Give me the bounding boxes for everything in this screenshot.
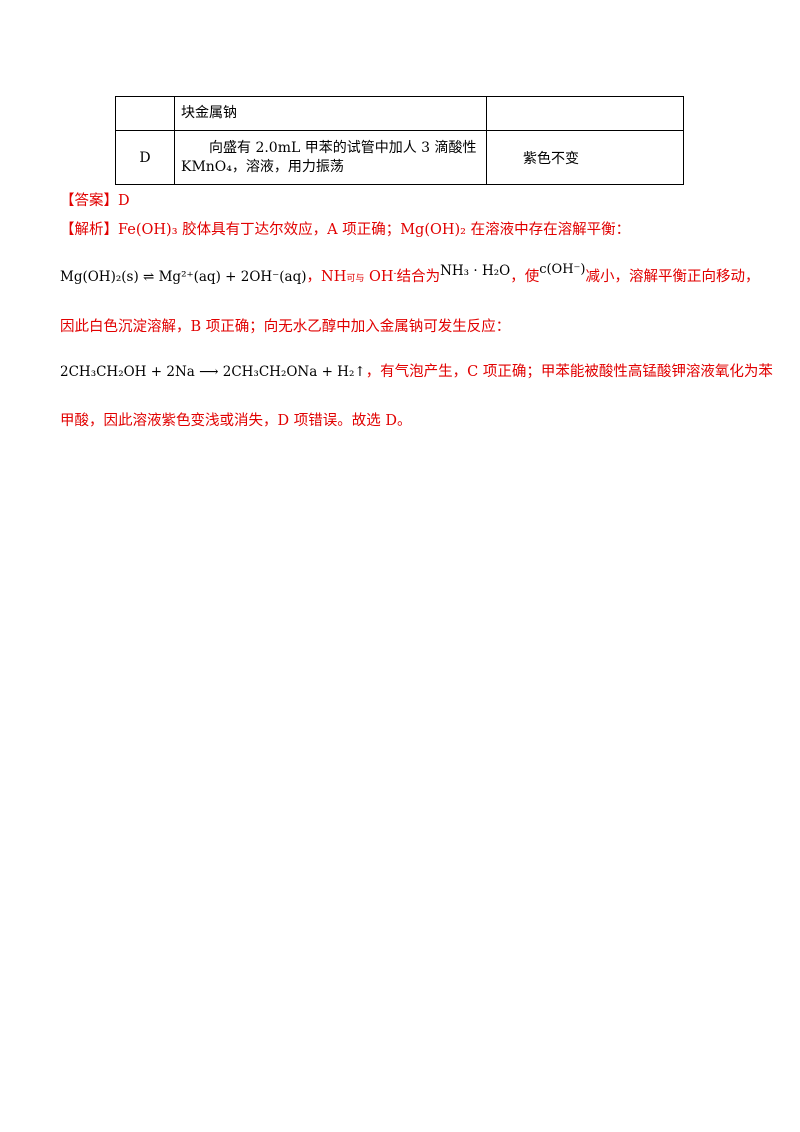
analysis-text: ，使 bbox=[510, 269, 540, 285]
analysis-text: 结合为 bbox=[396, 269, 441, 285]
table-cell-phenomenon bbox=[486, 96, 684, 131]
answer-value: D bbox=[118, 193, 130, 209]
concentration-formula: c(OH⁻) bbox=[539, 262, 586, 277]
cell-text-line: 向盛有 2.0mL 甲苯的试管中加人 3 滴酸性 bbox=[209, 139, 477, 156]
analysis-line-1: 【解析】Fe(OH)₃ 胶体具有丁达尔效应，A 项正确；Mg(OH)₂ 在溶液中… bbox=[60, 218, 630, 239]
analysis-text: Fe(OH)₃ 胶体具有丁达尔效应，A 项正确；Mg(OH)₂ 在溶液中存在溶解… bbox=[118, 222, 631, 238]
analysis-text: ，NH bbox=[306, 269, 347, 285]
table-row: D 向盛有 2.0mL 甲苯的试管中加人 3 滴酸性 KMnO₄，溶液，用力振荡… bbox=[115, 130, 684, 185]
analysis-line-3: 因此白色沉淀溶解，B 项正确；向无水乙醇中加入金属钠可发生反应： bbox=[60, 319, 511, 335]
product-formula: NH₃ · H₂O bbox=[440, 263, 511, 279]
analysis-label: 【解析】 bbox=[60, 222, 118, 238]
analysis-line-5: 甲酸，因此溶液紫色变浅或消失，D 项错误。故选 D。 bbox=[60, 413, 412, 429]
table-cell-phenomenon: 紫色不变 bbox=[486, 130, 684, 185]
cell-text-line: KMnO₄，溶液，用力振荡 bbox=[181, 158, 344, 175]
table-row: 块金属钠 bbox=[115, 96, 684, 131]
analysis-line-4: 2CH₃CH₂OH + 2Na ⟶ 2CH₃CH₂ONa + H₂↑，有气泡产生… bbox=[60, 360, 773, 381]
answer-label: 【答案】 bbox=[60, 193, 118, 209]
analysis-text: 可与 bbox=[346, 274, 365, 284]
analysis-line-2: Mg(OH)₂(s) ⇌ Mg²⁺(aq) + 2OH⁻(aq)，NH可与 OH… bbox=[60, 262, 760, 285]
table-cell-operation: 块金属钠 bbox=[174, 96, 487, 131]
analysis-text: 减小，溶解平衡正向移动， bbox=[585, 269, 760, 285]
cell-text: 块金属钠 bbox=[181, 105, 237, 121]
table-cell-label: D bbox=[115, 130, 175, 185]
table-cell-label bbox=[115, 96, 175, 131]
analysis-text: OH bbox=[368, 269, 394, 285]
answer-line: 【答案】D bbox=[60, 189, 130, 210]
options-table: 块金属钠 D 向盛有 2.0mL 甲苯的试管中加人 3 滴酸性 KMnO₄，溶液… bbox=[115, 96, 684, 185]
table-cell-operation: 向盛有 2.0mL 甲苯的试管中加人 3 滴酸性 KMnO₄，溶液，用力振荡 bbox=[174, 130, 487, 185]
analysis-text: ，有气泡产生，C 项正确；甲苯能被酸性高锰酸钾溶液氧化为苯 bbox=[365, 364, 773, 380]
equilibrium-equation: Mg(OH)₂(s) ⇌ Mg²⁺(aq) + 2OH⁻(aq) bbox=[60, 269, 307, 285]
reaction-equation: 2CH₃CH₂OH + 2Na ⟶ 2CH₃CH₂ONa + H₂↑ bbox=[60, 364, 366, 380]
